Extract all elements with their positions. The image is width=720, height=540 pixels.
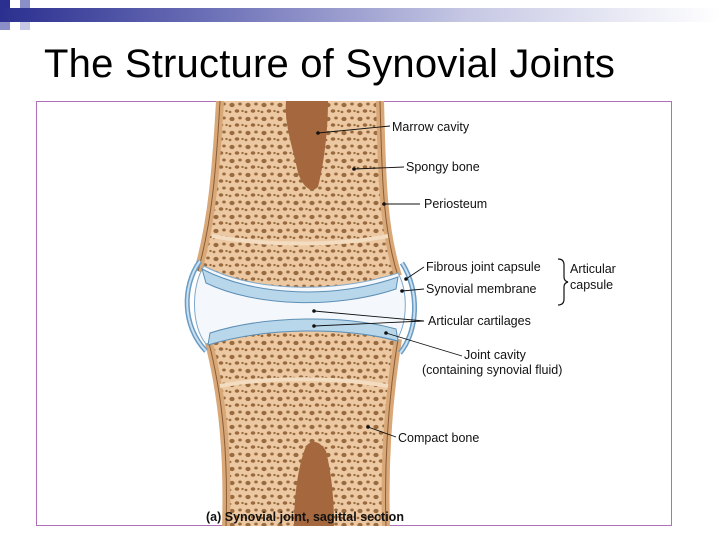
title-accent-bar	[0, 8, 720, 22]
articular-cartilage-upper	[201, 268, 399, 304]
synovial-joint-diagram: Marrow cavity Spongy bone Periosteum Fib…	[184, 101, 616, 526]
label-articular-capsule-line1: Articular	[570, 262, 616, 276]
upper-bone	[194, 101, 402, 289]
label-fibrous-joint-capsule: Fibrous joint capsule	[426, 260, 541, 274]
label-articular-cartilages: Articular cartilages	[428, 314, 531, 328]
label-periosteum: Periosteum	[424, 197, 487, 211]
articular-cartilage-lower	[207, 318, 399, 346]
articular-capsule-brace	[557, 258, 569, 306]
label-joint-cavity-note: (containing synovial fluid)	[422, 363, 562, 377]
label-joint-cavity: Joint cavity	[464, 348, 527, 362]
label-articular-capsule-line2: capsule	[570, 278, 613, 292]
diagram-caption: (a) Synovial joint, sagittal section	[206, 510, 404, 524]
marrow-cavity-upper	[285, 101, 328, 190]
lower-bone	[204, 327, 402, 526]
label-synovial-membrane: Synovial membrane	[426, 282, 537, 296]
label-marrow-cavity: Marrow cavity	[392, 120, 470, 134]
marrow-cavity-lower	[294, 441, 334, 526]
leader-lines	[312, 125, 463, 438]
slide-title: The Structure of Synovial Joints	[44, 42, 616, 86]
label-spongy-bone: Spongy bone	[406, 160, 480, 174]
label-compact-bone: Compact bone	[398, 431, 479, 445]
